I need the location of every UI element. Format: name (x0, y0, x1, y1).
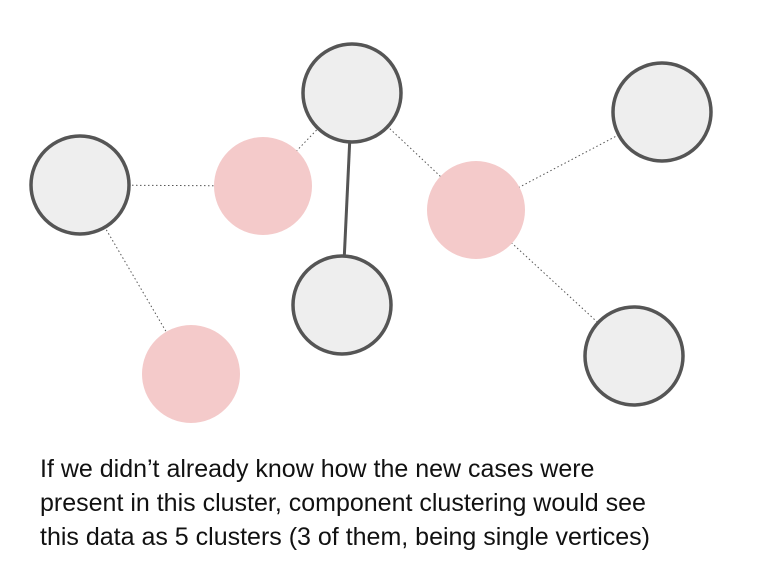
known-case-node-n3 (301, 42, 403, 144)
known-case-node-n6 (611, 61, 713, 163)
caption: If we didn’t already know how the new ca… (40, 452, 750, 554)
new-case-node-n2 (214, 137, 312, 235)
new-case-node-n5 (427, 161, 525, 259)
caption-line-2: present in this cluster, component clust… (40, 489, 646, 517)
cluster-graph (29, 42, 713, 423)
known-case-node-n1 (29, 134, 131, 236)
graph-nodes (29, 42, 713, 423)
caption-line-1: If we didn’t already know how the new ca… (40, 455, 595, 483)
known-case-node-n7 (583, 305, 685, 407)
edge-dotted-n5-n6 (475, 111, 663, 211)
caption-line-3: this data as 5 clusters (3 of them, bein… (40, 523, 651, 551)
new-case-node-n8 (142, 325, 240, 423)
known-case-node-n4 (291, 254, 393, 356)
